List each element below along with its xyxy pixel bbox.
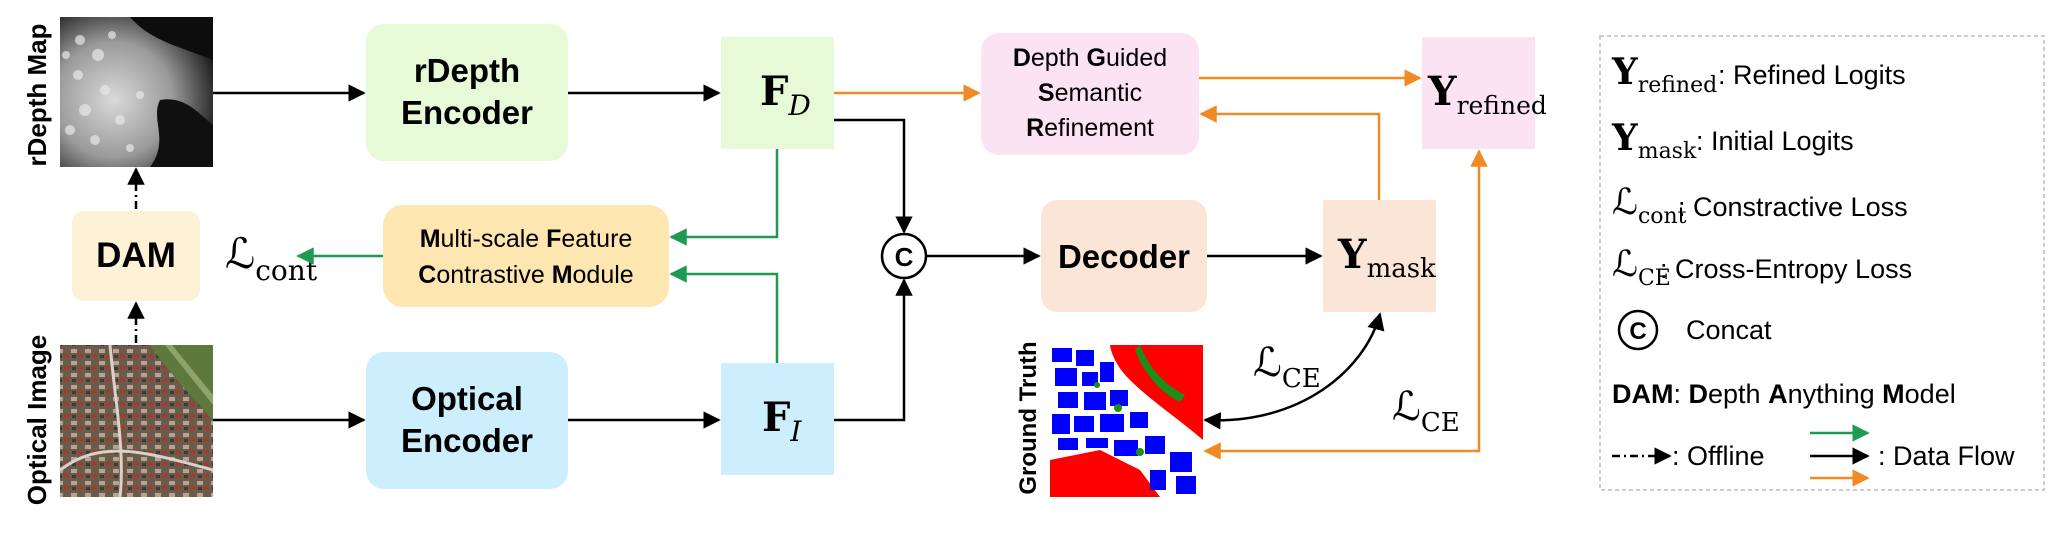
feature-depth-symbol: FD xyxy=(760,68,811,122)
dgsr-box: Depth Guided Semantic Refinement xyxy=(981,33,1199,155)
feature-optical-symbol: FI xyxy=(762,394,802,448)
legend-text-concat: Concat xyxy=(1686,315,1772,345)
depth-map-image xyxy=(60,17,213,167)
arrow-fi-to-mfcm xyxy=(669,265,779,363)
rdepth-encoder-label-line2: Encoder xyxy=(401,94,533,131)
dgsr-label-line1: Depth Guided xyxy=(1013,44,1167,72)
dam-label: DAM xyxy=(96,236,176,275)
legend-symbol-mask: Ymask xyxy=(1611,117,1697,164)
arrow-fi-to-concat xyxy=(834,278,913,422)
optical-image xyxy=(59,344,214,498)
y-refined-box: Yrefined xyxy=(1422,37,1547,149)
optical-encoder-box: Optical Encoder xyxy=(366,352,568,489)
y-refined-symbol: Yrefined xyxy=(1427,68,1547,120)
mfcm-label-line1: Multi-scale Feature xyxy=(420,225,633,253)
optical-encoder-label-line1: Optical xyxy=(411,380,523,417)
legend-item-offline: : Offline xyxy=(1612,441,1765,471)
legend-concat-icon xyxy=(1617,309,1659,351)
optical-encoder-label-line2: Encoder xyxy=(401,422,533,459)
legend-text-ce: : Cross-Entropy Loss xyxy=(1660,254,1912,284)
arrow-ce-refined xyxy=(1203,149,1488,460)
optical-image-label: Optical Image xyxy=(22,335,52,506)
legend-symbol-ce: ℒCE xyxy=(1612,244,1671,291)
depth-map-label: rDepth Map xyxy=(22,24,52,167)
legend-item-ce: ℒCE : Cross-Entropy Loss xyxy=(1612,244,1912,291)
loss-ce-label-refined: ℒCE xyxy=(1392,384,1460,438)
legend-item-mask: Ymask : Initial Logits xyxy=(1611,117,1854,164)
decoder-box: Decoder xyxy=(1041,200,1207,312)
legend-concat-letter: C xyxy=(1629,318,1646,345)
legend-text-cont: : Constractive Loss xyxy=(1678,192,1908,222)
legend-item-refined: Yrefined : Refined Logits xyxy=(1611,51,1906,98)
ground-truth-label: Ground Truth xyxy=(1015,341,1042,494)
y-mask-box: Ymask xyxy=(1323,200,1436,312)
feature-depth-box: FD xyxy=(721,37,834,149)
dgsr-label-line3: Refinement xyxy=(1026,114,1154,142)
legend-text-refined: : Refined Logits xyxy=(1718,60,1906,90)
legend-item-cont: ℒcont : Constractive Loss xyxy=(1612,182,1908,229)
dgsr-label-line2: Semantic xyxy=(1038,79,1142,107)
legend-text-mask: : Initial Logits xyxy=(1696,126,1854,156)
legend-item-concat: C Concat xyxy=(1617,309,1772,351)
legend-symbol-cont: ℒcont xyxy=(1612,182,1687,229)
legend-dam-line: DAM: Depth Anything Model xyxy=(1612,379,1956,409)
dam-box: DAM xyxy=(72,211,200,301)
legend-text-offline: : Offline xyxy=(1672,441,1765,471)
legend-text-dataflow: : Data Flow xyxy=(1878,441,2015,471)
arrow-fd-to-concat xyxy=(834,118,913,234)
arrows xyxy=(127,69,1488,460)
legend-panel: Yrefined : Refined Logits Ymask : Initia… xyxy=(1599,35,2045,491)
loss-ce-label-mask: ℒCE xyxy=(1253,340,1321,394)
mfcm-box: Multi-scale Feature Contrastive Module xyxy=(383,205,669,307)
ground-truth-image xyxy=(1050,345,1203,497)
loss-cont-label: ℒcont xyxy=(225,229,318,287)
concat-node: C xyxy=(880,232,928,280)
legend-symbol-refined: Yrefined xyxy=(1611,51,1717,98)
legend-item-dataflow: : Data Flow xyxy=(1810,424,2015,487)
rdepth-encoder-label-line1: rDepth xyxy=(414,52,520,89)
feature-optical-box: FI xyxy=(721,363,834,475)
legend-item-dam: DAM: Depth Anything Model xyxy=(1612,379,1956,409)
arrow-ymask-to-dgsr xyxy=(1199,105,1381,200)
concat-symbol: C xyxy=(895,242,914,272)
mfcm-label-line2: Contrastive Module xyxy=(418,261,633,289)
rdepth-encoder-box: rDepth Encoder xyxy=(366,24,568,161)
arrow-fd-to-mfcm xyxy=(669,149,779,246)
decoder-label: Decoder xyxy=(1058,238,1190,275)
